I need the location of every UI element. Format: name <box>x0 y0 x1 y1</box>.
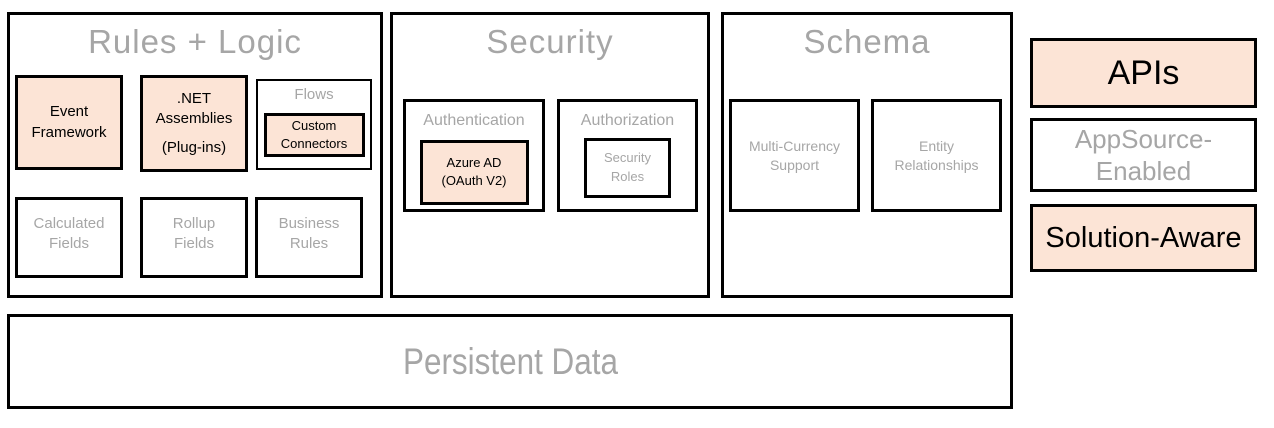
security-title: Security <box>486 23 614 60</box>
authentication-label: Authentication <box>423 112 525 129</box>
business-rules-label: Business Rules <box>278 215 340 253</box>
flows-label: Flows <box>294 86 334 103</box>
group-rules-logic: Rules + Logic Event Framework .NET Assem… <box>7 12 383 298</box>
box-business-rules: Business Rules <box>255 197 363 278</box>
multi-currency-label: Multi-Currency Support <box>748 137 840 173</box>
net-assemblies-label: .NET Assemblies <box>155 90 233 128</box>
security-roles-label: Security Roles <box>604 150 651 184</box>
box-appsource-enabled: AppSource-Enabled <box>1030 118 1257 192</box>
box-flows: Flows Custom Connectors <box>256 79 372 170</box>
box-calculated-fields: Calculated Fields <box>15 197 123 278</box>
appsource-enabled-label: AppSource-Enabled <box>1074 123 1213 187</box>
box-entity-relationships: Entity Relationships <box>871 99 1002 212</box>
calculated-fields-label: Calculated Fields <box>33 215 105 253</box>
box-net-assemblies: .NET Assemblies (Plug-ins) <box>140 75 248 172</box>
event-framework-label: Event Framework <box>31 103 107 141</box>
box-rollup-fields: Rollup Fields <box>140 197 248 278</box>
rules-logic-title: Rules + Logic <box>88 23 302 60</box>
box-custom-connectors: Custom Connectors <box>263 113 365 158</box>
net-assemblies-sublabel: (Plug-ins) <box>161 138 227 156</box>
solution-aware-label: Solution-Aware <box>1045 221 1242 254</box>
rollup-fields-label: Rollup Fields <box>172 215 216 253</box>
persistent-data-label: Persistent Data <box>402 340 618 382</box>
box-azure-ad: Azure AD (OAuth V2) <box>419 139 529 205</box>
box-security-roles: Security Roles <box>584 137 671 198</box>
box-apis: APIs <box>1030 38 1257 108</box>
box-solution-aware: Solution-Aware <box>1030 204 1257 272</box>
box-authentication: Authentication Azure AD (OAuth V2) <box>403 99 545 212</box>
apis-label: APIs <box>1107 53 1180 92</box>
box-authorization: Authorization Security Roles <box>557 99 698 212</box>
box-persistent-data: Persistent Data <box>7 314 1013 409</box>
entity-relationships-label: Entity Relationships <box>894 137 979 173</box>
group-schema: Schema Multi-Currency Support Entity Rel… <box>721 12 1013 298</box>
group-security: Security Authentication Azure AD (OAuth … <box>390 12 710 298</box>
authorization-label: Authorization <box>580 112 675 129</box>
box-multi-currency: Multi-Currency Support <box>729 99 860 212</box>
custom-connectors-label: Custom Connectors <box>280 118 348 152</box>
azure-ad-label: Azure AD <box>446 154 502 170</box>
azure-ad-sublabel: (OAuth V2) <box>441 173 507 189</box>
box-event-framework: Event Framework <box>15 75 123 170</box>
schema-title: Schema <box>803 23 931 60</box>
